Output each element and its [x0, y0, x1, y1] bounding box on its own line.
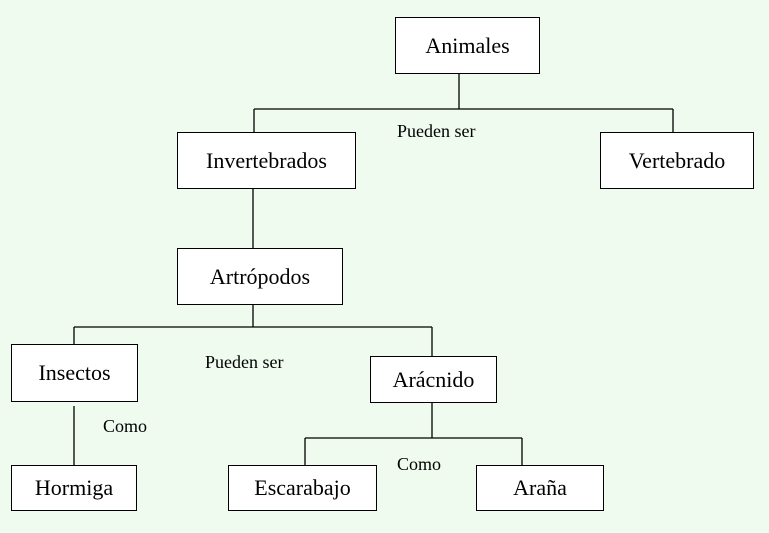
- node-invertebrados: Invertebrados: [177, 132, 356, 189]
- edge-label-pueden-ser: Pueden ser: [397, 121, 476, 141]
- node-animales: Animales: [395, 17, 540, 74]
- node-hormiga: Hormiga: [11, 465, 137, 511]
- edge-label-como: Como: [397, 454, 442, 474]
- node-arana: Araña: [476, 465, 604, 511]
- node-aracnido: Arácnido: [370, 356, 497, 403]
- node-insectos: Insectos: [11, 344, 138, 402]
- node-vertebrado: Vertebrado: [600, 132, 754, 189]
- node-artropodos: Artrópodos: [177, 248, 343, 305]
- node-escarabajo: Escarabajo: [228, 465, 377, 511]
- edge-label-como: Como: [103, 416, 148, 436]
- edge-label-pueden-ser: Pueden ser: [205, 352, 284, 372]
